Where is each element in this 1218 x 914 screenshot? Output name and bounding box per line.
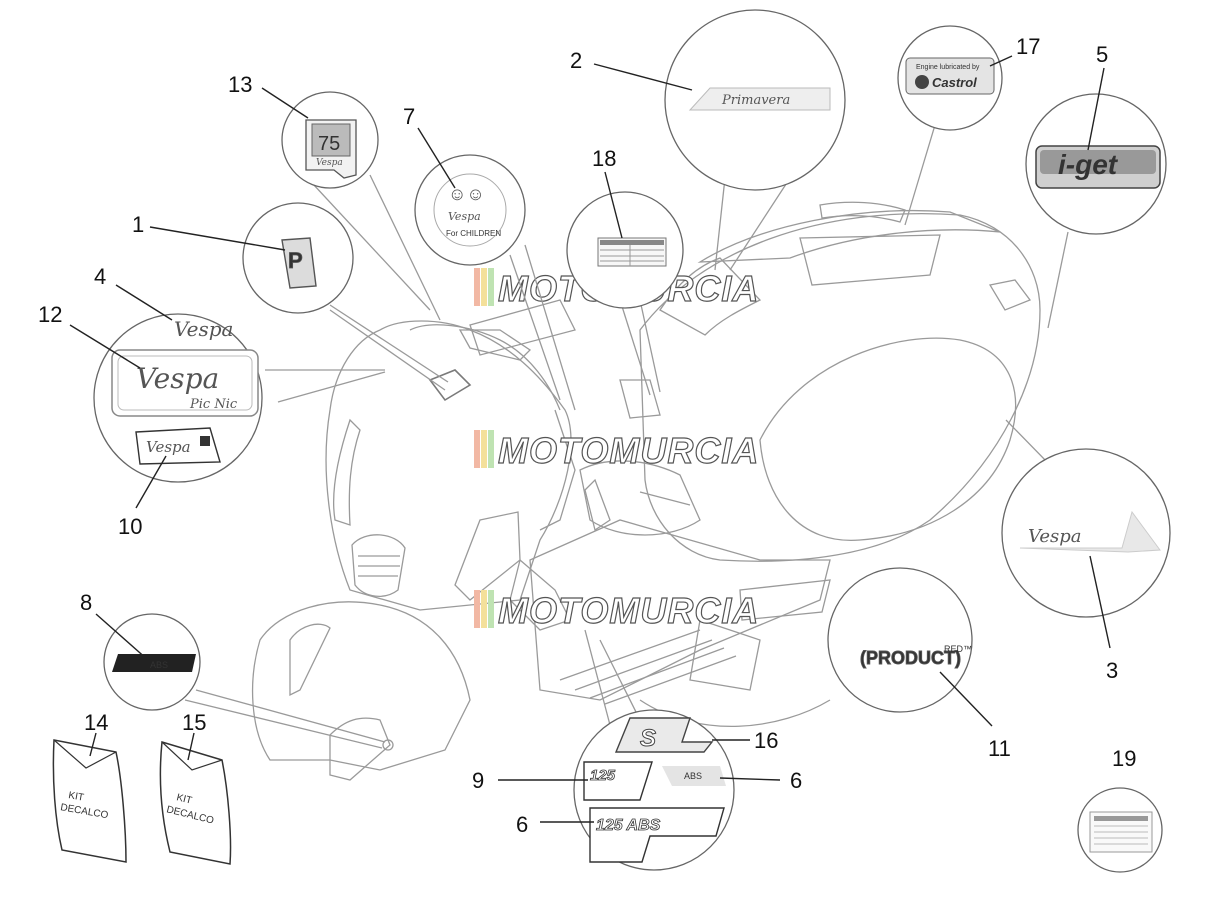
detail-circle-16-9-6: S 125 ABS 125 ABS — [573, 629, 735, 871]
callout-1: 1 — [132, 212, 144, 237]
watermark-3: MOTOMURCIA — [474, 589, 759, 632]
anniversary-vespa: Vespa — [316, 158, 343, 168]
detail-circle-2: Primavera — [664, 9, 846, 271]
detail-circle-17: Engine lubricated by Castrol — [897, 25, 1003, 226]
watermark-text: MOTOMURCIA — [498, 430, 759, 471]
callout-2: 2 — [570, 48, 582, 73]
abs-dark-text: ABS — [150, 660, 168, 670]
callout-6-left: 6 — [516, 812, 528, 837]
detail-circle-7: ☺☺ Vespa For CHILDREN — [414, 154, 576, 411]
watermark-text: MOTOMURCIA — [498, 590, 759, 631]
iget-text: i-get — [1058, 149, 1119, 180]
callout-6-right: 6 — [790, 768, 802, 793]
kit-envelope-14: KIT DECALCO — [52, 739, 127, 863]
callout-19: 19 — [1112, 746, 1136, 771]
detail-circle-12-4-10: Vespa Vespa Pic Nic Vespa — [93, 313, 386, 483]
svg-text:☺☺: ☺☺ — [448, 184, 485, 204]
kit-envelope-15: KIT DECALCO — [159, 741, 232, 865]
for-children-text: For CHILDREN — [446, 229, 501, 238]
callout-5: 5 — [1096, 42, 1108, 67]
s-badge-text: S — [640, 725, 656, 752]
kit-14-line1: KIT — [67, 790, 84, 804]
primavera-text: Primavera — [721, 93, 790, 108]
callout-9: 9 — [472, 768, 484, 793]
detail-circle-5: i-get — [1025, 93, 1167, 329]
picnic-text: Pic Nic — [189, 397, 238, 412]
kit-15-line1: KIT — [175, 792, 193, 806]
vespa-script-4: Vespa — [174, 317, 233, 341]
callout-12: 12 — [38, 302, 62, 327]
children-vespa: Vespa — [448, 210, 481, 223]
callout-18: 18 — [592, 146, 616, 171]
detail-circle-3: Vespa — [1001, 419, 1171, 618]
detail-circle-8: ABS — [103, 613, 386, 749]
n125abs-text: 125 ABS — [596, 817, 661, 834]
callout-13: 13 — [228, 72, 252, 97]
callout-14: 14 — [84, 710, 108, 735]
abs-light-text: ABS — [684, 771, 702, 781]
watermark-2: MOTOMURCIA — [474, 429, 759, 472]
vespa-script-12: Vespa — [136, 362, 219, 395]
scooter-illustration — [251, 201, 1041, 781]
callout-3: 3 — [1106, 658, 1118, 683]
anniversary-number: 75 — [318, 133, 340, 155]
callout-17: 17 — [1016, 34, 1040, 59]
detail-circle-18 — [566, 191, 684, 396]
product-text: (PRODUCT) — [860, 648, 961, 668]
vespa-script-10: Vespa — [146, 438, 191, 456]
castrol-top-text: Engine lubricated by — [916, 64, 980, 71]
callout-15: 15 — [182, 710, 206, 735]
callout-numbers: 13 2 17 5 7 18 1 4 12 10 8 3 11 16 9 6 6… — [38, 34, 1136, 837]
callout-4: 4 — [94, 264, 106, 289]
callout-16: 16 — [754, 728, 778, 753]
detail-circle-1: P — [242, 202, 449, 391]
vespa-side-text: Vespa — [1028, 526, 1082, 547]
callout-7: 7 — [403, 104, 415, 129]
castrol-brand-text: Castrol — [932, 75, 977, 90]
leader-lines — [69, 55, 1111, 823]
product-red-sup: RED™ — [944, 644, 972, 654]
detail-circle-19 — [1077, 787, 1163, 873]
svg-text:P: P — [288, 248, 303, 273]
callout-10: 10 — [118, 514, 142, 539]
callout-8: 8 — [80, 590, 92, 615]
callout-11: 11 — [988, 736, 1011, 761]
detail-circle-11: (PRODUCT) RED™ — [639, 567, 973, 728]
n125-text: 125 — [590, 767, 616, 784]
